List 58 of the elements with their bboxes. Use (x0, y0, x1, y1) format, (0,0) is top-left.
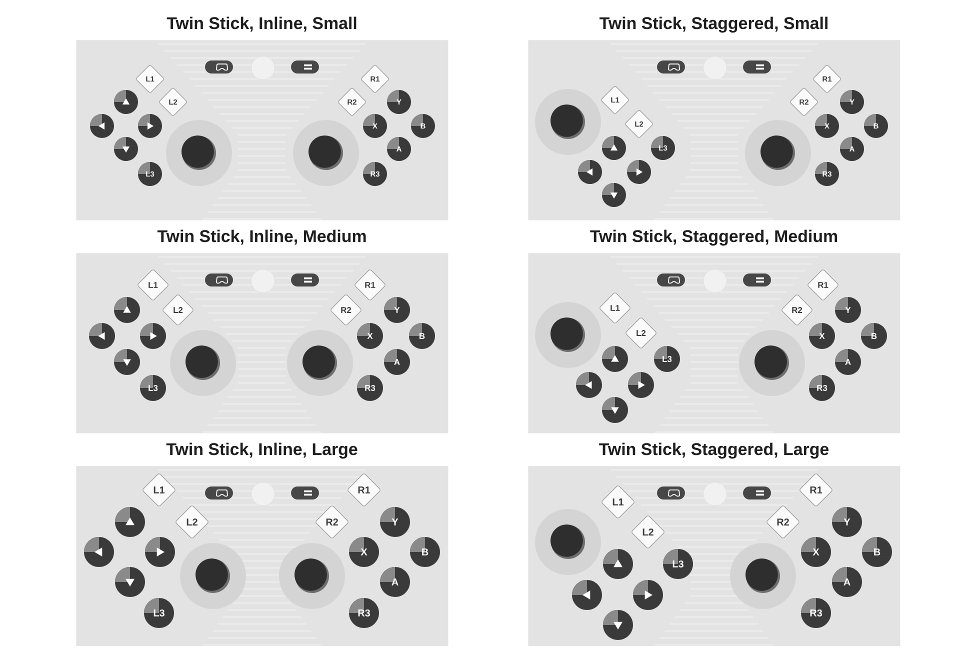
round-button: L3 (140, 374, 166, 401)
round-button: Y (384, 296, 410, 323)
round-button: Y (832, 506, 862, 537)
round-button: X (809, 322, 835, 349)
diamond-button: R1 (354, 270, 386, 300)
joystick (170, 330, 236, 396)
round-button: X (801, 536, 831, 567)
joystick (535, 508, 601, 575)
panel-title: Twin Stick, Staggered, Large (599, 442, 829, 459)
diamond-button: R2 (316, 506, 348, 538)
diamond-button: R1 (800, 474, 832, 506)
joystick (166, 120, 232, 186)
round-button: R3 (349, 598, 379, 628)
joystick (180, 542, 246, 609)
round-button: A (835, 348, 861, 375)
round-button: A (384, 348, 410, 375)
round-button: B (862, 536, 892, 567)
round-button: X (349, 536, 379, 567)
panel-title: Twin Stick, Inline, Large (166, 442, 358, 459)
diamond-button: L1 (600, 292, 630, 324)
round-button: X (357, 322, 383, 349)
round-button: R3 (809, 374, 835, 401)
joystick (287, 330, 353, 396)
joystick (279, 542, 345, 609)
joystick (745, 120, 811, 186)
joystick (535, 302, 601, 368)
panel-title: Twin Stick, Staggered, Medium (590, 230, 838, 246)
diamond-button: L1 (142, 474, 176, 506)
diamond-button: L1 (138, 270, 168, 300)
diamond-button: R2 (782, 294, 812, 326)
panel-title: Twin Stick, Inline, Medium (157, 230, 366, 245)
diamond-button: L2 (632, 516, 664, 548)
panel-title: Twin Stick, Staggered, Small (600, 16, 828, 33)
joystick (293, 120, 359, 186)
diamond-button: L1 (602, 486, 634, 518)
round-button: Y (380, 506, 410, 537)
diamond-button: L2 (162, 294, 194, 326)
round-button: R3 (357, 374, 383, 401)
round-button: B (861, 322, 887, 349)
panel-title: Twin Stick, Inline, Small (166, 16, 356, 32)
diamond-button: R1 (348, 474, 380, 506)
round-button: B (410, 536, 440, 567)
diamond-button: L2 (176, 506, 208, 538)
round-button: A (380, 566, 410, 597)
diamond-button: R1 (808, 270, 838, 300)
round-button: L3 (654, 346, 680, 372)
joystick (535, 89, 601, 155)
round-button: L3 (663, 548, 693, 579)
round-button: A (832, 566, 862, 597)
diamond-button: R2 (330, 294, 362, 326)
joystick (739, 330, 805, 396)
round-button: B (409, 322, 435, 349)
diamond-button: L2 (626, 318, 656, 348)
round-button: Y (835, 296, 861, 323)
diamond-button: R2 (766, 506, 800, 538)
round-button: R3 (801, 598, 831, 628)
round-button: L3 (144, 598, 174, 628)
joystick (730, 542, 796, 609)
